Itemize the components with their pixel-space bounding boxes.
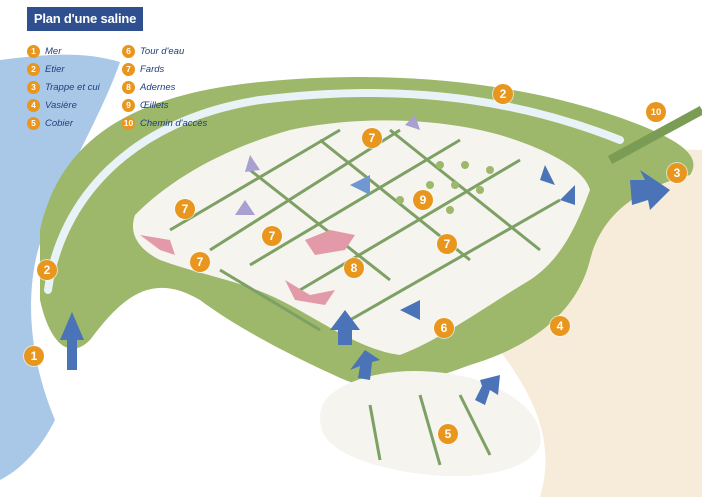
legend-label: Etier bbox=[45, 63, 65, 75]
arrow-trappe bbox=[630, 170, 670, 210]
arrow-lilac-1 bbox=[235, 200, 255, 215]
callout-cobier: 5 bbox=[438, 424, 458, 444]
legend-label: Trappe et cui bbox=[45, 81, 100, 93]
legend-label: Œillets bbox=[140, 99, 169, 111]
legend-item: 5 Cobier bbox=[27, 116, 73, 130]
legend-number: 7 bbox=[122, 62, 135, 76]
arrow-sea-inflow bbox=[60, 312, 84, 370]
legend-label: Fards bbox=[140, 63, 165, 75]
legend-number: 2 bbox=[27, 62, 40, 76]
legend-number: 8 bbox=[122, 80, 135, 94]
callout-fards: 7 bbox=[362, 128, 382, 148]
salt-pans bbox=[132, 120, 591, 355]
cobier-basin bbox=[320, 371, 541, 477]
arrow-blue-3 bbox=[350, 175, 370, 195]
arrow-pink-3 bbox=[285, 280, 335, 305]
legend-item: 4 Vasière bbox=[27, 98, 77, 112]
legend-item: 3 Trappe et cui bbox=[27, 80, 100, 94]
mudflat-area bbox=[500, 145, 702, 497]
callout-etier: 2 bbox=[37, 260, 57, 280]
sea-area bbox=[0, 54, 120, 481]
legend-item: 1 Mer bbox=[27, 44, 61, 58]
arrow-lilac-2 bbox=[245, 155, 260, 172]
legend-label: Chemin d'accès bbox=[140, 117, 208, 129]
arrow-pink-1 bbox=[140, 235, 175, 255]
legend-item: 2 Etier bbox=[27, 62, 65, 76]
arrow-tour-eau-1 bbox=[350, 350, 380, 380]
legend-number: 10 bbox=[122, 116, 135, 130]
legend-item: 8 Adernes bbox=[122, 80, 175, 94]
legend-label: Vasière bbox=[45, 99, 77, 111]
legend-label: Cobier bbox=[45, 117, 73, 129]
arrow-blue-2 bbox=[400, 300, 420, 320]
arrow-cobier bbox=[475, 375, 500, 405]
callout-vasiere: 4 bbox=[550, 316, 570, 336]
callout-oeillets: 9 bbox=[413, 190, 433, 210]
legend-label: Mer bbox=[45, 45, 62, 57]
etier-channel bbox=[44, 88, 624, 294]
arrow-lilac-3 bbox=[405, 115, 420, 130]
callout-chemin: 10 bbox=[646, 102, 666, 122]
legend-number: 6 bbox=[122, 44, 135, 58]
legend-item: 7 Fards bbox=[122, 62, 164, 76]
arrow-blue-5 bbox=[560, 185, 575, 205]
access-road bbox=[607, 106, 702, 164]
flow-arrows bbox=[60, 115, 670, 405]
legend: 1 Mer 2 Etier 3 Trappe et cui 4 Vasière … bbox=[27, 44, 227, 134]
legend-label: Tour d'eau bbox=[140, 45, 185, 57]
callout-tour-eau: 6 bbox=[434, 318, 454, 338]
callout-fards: 7 bbox=[437, 234, 457, 254]
legend-item: 6 Tour d'eau bbox=[122, 44, 184, 58]
legend-number: 3 bbox=[27, 80, 40, 94]
callout-fards: 7 bbox=[175, 199, 195, 219]
legend-number: 4 bbox=[27, 98, 40, 112]
arrow-pink-2 bbox=[305, 230, 355, 255]
callout-fards: 7 bbox=[262, 226, 282, 246]
arrow-blue-1 bbox=[330, 310, 360, 345]
diagram-title: Plan d'une saline bbox=[27, 7, 143, 31]
legend-item: 9 Œillets bbox=[122, 98, 169, 112]
callout-trappe: 3 bbox=[667, 163, 687, 183]
legend-number: 5 bbox=[27, 116, 40, 130]
legend-label: Adernes bbox=[140, 81, 176, 93]
callout-adernes: 8 bbox=[344, 258, 364, 278]
legend-number: 9 bbox=[122, 98, 135, 112]
legend-item: 10 Chemin d'accès bbox=[122, 116, 207, 130]
callout-fards: 7 bbox=[190, 252, 210, 272]
arrow-blue-4 bbox=[540, 165, 555, 185]
callout-mer: 1 bbox=[24, 346, 44, 366]
legend-number: 1 bbox=[27, 44, 40, 58]
pan-dividers bbox=[169, 128, 561, 466]
callout-etier: 2 bbox=[493, 84, 513, 104]
